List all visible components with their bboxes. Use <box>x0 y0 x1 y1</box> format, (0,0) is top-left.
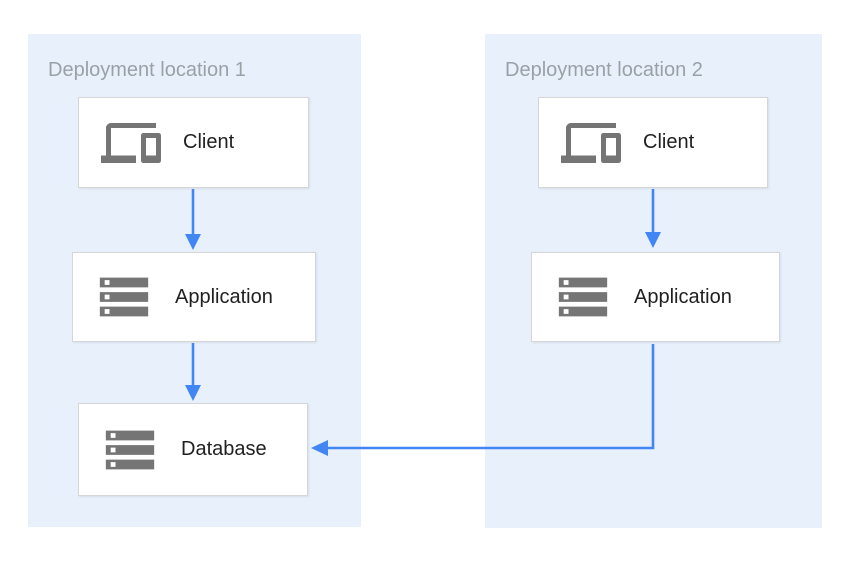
deployment-location-2: Deployment location 2 Client Application <box>485 34 822 528</box>
storage-icon <box>101 421 159 479</box>
storage-icon <box>554 268 612 326</box>
node-label: Client <box>183 131 235 153</box>
node-application-1: Application <box>72 252 316 342</box>
node-client-1: Client <box>78 97 309 188</box>
location-1-title: Deployment location 1 <box>48 59 246 81</box>
node-label: Application <box>175 285 273 308</box>
deployment-location-1: Deployment location 1 Client Application <box>28 34 361 527</box>
node-label: Application <box>634 285 732 308</box>
node-label: Client <box>643 131 695 153</box>
devices-icon <box>561 113 621 173</box>
devices-icon <box>101 113 161 173</box>
node-database-1: Database <box>78 403 308 496</box>
location-2-title: Deployment location 2 <box>505 59 703 81</box>
node-client-2: Client <box>538 97 768 188</box>
node-application-2: Application <box>531 252 780 342</box>
storage-icon <box>95 268 153 326</box>
node-label: Database <box>181 438 267 460</box>
